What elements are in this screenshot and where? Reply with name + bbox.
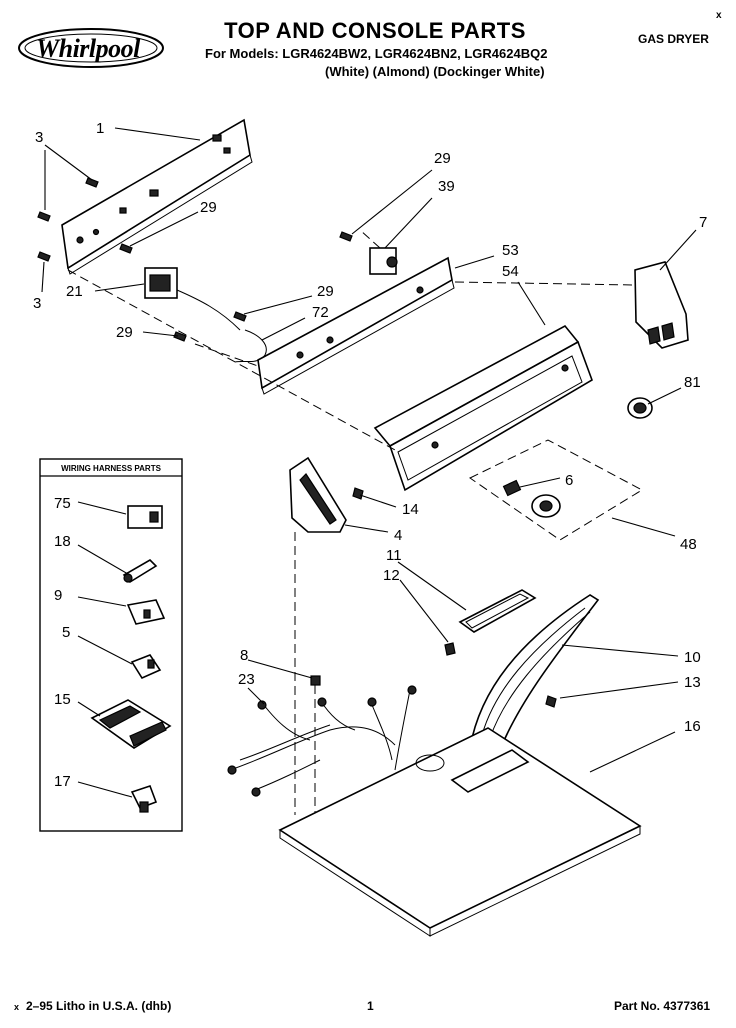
callout-12: 12 [383,567,400,584]
part-81-knob [627,397,653,419]
part-screws-3 [37,177,99,262]
part-9-connector [126,599,166,625]
guide-line [194,343,259,367]
footer-part-number: Part No. 4377361 [614,999,711,1013]
callout-4: 4 [394,527,402,544]
part-12-clip [444,642,456,656]
whirlpool-logo [18,28,164,68]
callout-1: 1 [96,120,104,137]
callout-17: 17 [54,773,71,790]
callout-3: 3 [35,129,43,146]
part-54-console [373,324,593,492]
callout-15: 15 [54,691,71,708]
callout-72: 72 [312,304,329,321]
page-title: TOP AND CONSOLE PARTS [224,18,526,43]
guide-line [454,281,636,286]
part-18-terminal [122,559,158,584]
callout-18: 18 [54,533,71,550]
leader-lines [41,127,697,798]
callout-10: 10 [684,649,701,666]
part-10-wiring-panel [469,594,600,751]
callout-53: 53 [502,242,519,259]
callout-21: 21 [66,283,83,300]
part-15-connector [90,699,172,749]
callout-39: 39 [438,178,455,195]
callout-6: 6 [565,472,573,489]
part-4-end-cap [289,456,347,533]
part-17-clip [130,784,158,813]
callout-9: 9 [54,587,62,604]
callout-54: 54 [502,263,519,280]
callout-16: 16 [684,718,701,735]
guide-line [67,269,396,451]
part-16-top-panel [278,727,642,937]
footer-page-number: 1 [367,999,374,1013]
callout-29: 29 [116,324,133,341]
callout-14: 14 [402,501,419,518]
callout-29: 29 [317,283,334,300]
wiring-box-title: WIRING HARNESS PARTS [61,464,162,473]
part-13-screw [545,695,557,708]
corner-mark: x [716,10,722,21]
part-21-switch [144,267,241,331]
callout-75: 75 [54,495,71,512]
part-72-wire [234,329,267,363]
part-5-connector [130,654,162,680]
part-53-bracket [257,256,455,395]
part-knob-dial [531,494,561,518]
colors-line: (White) (Almond) (Dockinger White) [325,64,545,79]
models-line: For Models: LGR4624BW2, LGR4624BN2, LGR4… [205,46,548,61]
dryer-type: GAS DRYER [638,32,709,46]
callout-5: 5 [62,624,70,641]
callout-29: 29 [200,199,217,216]
footer-litho: 2–95 Litho in U.S.A. (dhb) [26,999,172,1013]
part-7-end-cap [634,261,689,349]
part-48-outline [469,439,644,541]
part-control-panel-back [61,118,253,275]
wiring-harness-box: WIRING HARNESS PARTS [39,458,183,832]
callout-7: 7 [699,214,707,231]
brand-name: Whirlpool [36,34,140,63]
part-8-clip [310,675,321,686]
callout-48: 48 [680,536,697,553]
footer-mark: x [14,1002,20,1012]
callout-13: 13 [684,674,701,691]
part-6-clip [502,479,522,497]
callout-numbers: 1 3 3 29 29 29 29 39 21 72 53 54 7 81 6 … [33,120,707,790]
callout-81: 81 [684,374,701,391]
part-39-switch [369,247,398,275]
part-75-connector [127,505,163,529]
callout-3: 3 [33,295,41,312]
part-screw-29-top [339,231,353,242]
callout-11: 11 [386,547,402,564]
callout-29: 29 [434,150,451,167]
part-11-bracket [458,589,537,633]
part-14-screw [352,487,364,500]
callout-8: 8 [240,647,248,664]
guide-line [359,229,381,249]
callout-23: 23 [238,671,255,688]
part-23-wire-harness [227,685,417,797]
